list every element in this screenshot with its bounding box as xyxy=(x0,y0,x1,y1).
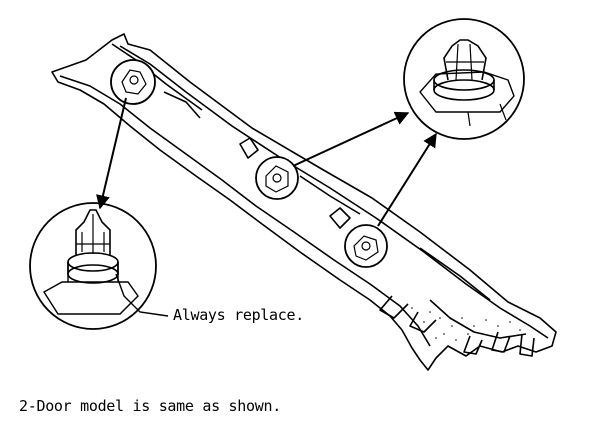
clip-location-middle xyxy=(255,156,299,200)
clip-location-lower xyxy=(344,224,388,268)
clip-detail-replaceable xyxy=(29,202,157,330)
always-replace-callout: Always replace. xyxy=(173,306,304,324)
callout-leader xyxy=(115,273,169,317)
clip-detail-reusable xyxy=(403,18,525,140)
clip-location-upper xyxy=(110,59,156,105)
pointer-arrows xyxy=(96,97,437,227)
pillar-trim-panel xyxy=(51,33,557,371)
panel-stipple xyxy=(411,307,521,341)
figure-caption: 2-Door model is same as shown. xyxy=(19,397,281,415)
